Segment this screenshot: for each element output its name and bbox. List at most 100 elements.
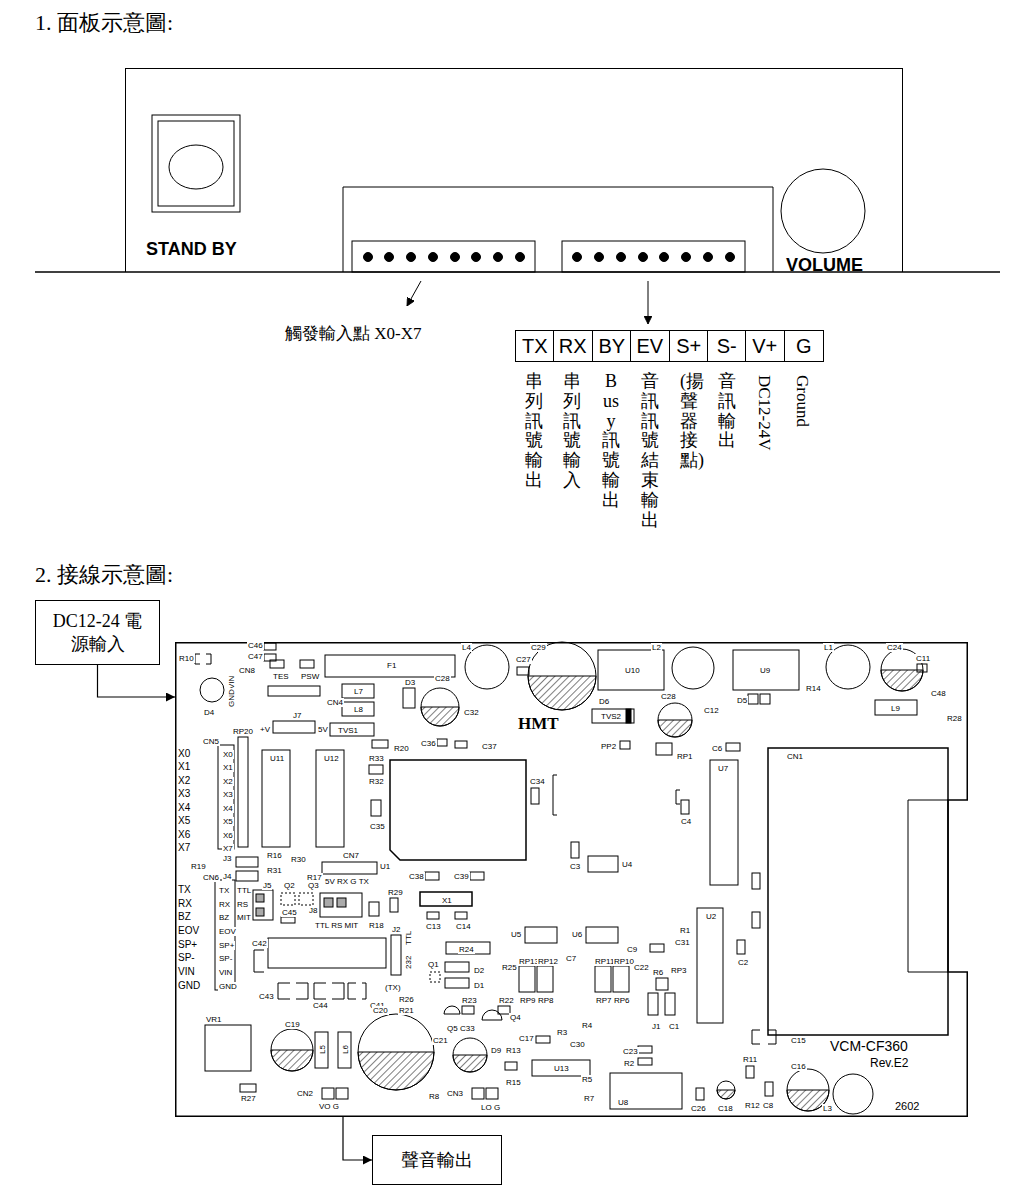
smd-part <box>746 1066 754 1078</box>
component-label: R3 <box>556 1028 568 1037</box>
component-label: R11 <box>742 1055 758 1064</box>
component-label: R18 <box>368 921 385 930</box>
ic-chip <box>697 908 723 1023</box>
component-label: VIN <box>218 968 233 977</box>
component-label: R19 <box>190 862 207 871</box>
component-label: C31 <box>674 938 691 947</box>
component-label: X2 <box>222 777 234 786</box>
component-label: C24 <box>886 643 903 652</box>
component-label: CN4 <box>326 698 344 707</box>
terminal-dot <box>639 253 648 262</box>
component-label: R21 <box>398 1006 415 1015</box>
terminal-table-cell: S+ <box>669 330 709 362</box>
node-text: STAND BY <box>146 239 237 260</box>
component-label: L4 <box>461 643 472 652</box>
smd-part <box>455 741 467 748</box>
component-label: J3 <box>222 854 232 863</box>
component-label: C13 <box>425 922 442 931</box>
component-label: CN2 <box>296 1089 314 1098</box>
pin-description: (揚聲器接點) <box>680 372 698 471</box>
component-label: R5 <box>581 1075 593 1084</box>
terminal-dot <box>364 253 373 262</box>
smd-part <box>656 978 668 990</box>
component-label: J7 <box>292 711 302 720</box>
transistor <box>281 893 295 905</box>
terminal-dot <box>451 253 460 262</box>
component-label: C35 <box>369 822 386 831</box>
component-label: TTL RS MIT <box>314 921 359 930</box>
terminal-dot <box>516 253 525 262</box>
component-label: VO G <box>318 1102 340 1111</box>
smd-part <box>437 739 447 746</box>
component-label: C42 <box>251 939 268 948</box>
component-label: U10 <box>624 666 641 675</box>
component-label: 5V RX G TX <box>324 877 370 886</box>
tvs-diode <box>330 723 374 736</box>
ic-chip <box>532 1060 590 1076</box>
smd-part <box>425 872 439 880</box>
resistor-pack <box>238 737 248 847</box>
component-label: C23 <box>622 1047 639 1056</box>
capacitor-hatch <box>881 670 923 691</box>
component-label: +V <box>259 725 271 734</box>
component-label: C6 <box>711 744 723 753</box>
section-heading: 1. 面板示意圖: <box>35 8 173 38</box>
component-label: U7 <box>717 764 729 773</box>
component-label: R30 <box>290 855 307 864</box>
smd-part <box>300 660 314 668</box>
component-label: R12 <box>744 1101 761 1110</box>
terminal-table-cell: V+ <box>745 330 785 362</box>
component-label: RP20 <box>232 727 254 736</box>
pin-label: X5 <box>178 815 190 826</box>
component-label: VR1 <box>205 1015 223 1024</box>
tvs-band <box>626 709 631 723</box>
component-label: C3 <box>569 862 581 871</box>
jumper <box>648 993 658 1015</box>
node-text: HMT <box>518 714 559 734</box>
component-label: U8 <box>617 1098 629 1107</box>
transistor <box>430 972 440 982</box>
component-label: RP12 <box>537 957 559 966</box>
pcb-components <box>195 642 948 1114</box>
pin-label: X4 <box>178 802 190 813</box>
component-label: RP3 <box>670 966 688 975</box>
smd-part <box>620 741 630 749</box>
component-label: C1 <box>668 1022 680 1031</box>
node-text: 聲音輸出 <box>401 1149 473 1172</box>
crystal <box>420 892 472 906</box>
component-label: TTL <box>404 930 413 946</box>
terminal-dot <box>704 253 713 262</box>
component-label: X0 <box>222 750 234 759</box>
component-label: U1 <box>379 862 391 871</box>
terminal-dot <box>617 253 626 262</box>
component-label: C44 <box>312 1001 329 1010</box>
component-label: J5 <box>262 881 272 890</box>
smd-part <box>752 873 760 889</box>
component-label: C29 <box>530 643 547 652</box>
component-label: GND <box>218 982 238 991</box>
component-label: R28 <box>946 714 963 723</box>
smd-part <box>696 1088 704 1100</box>
ic-chip <box>586 927 618 943</box>
node-text: VOLUME <box>786 255 863 276</box>
pin-label: X7 <box>178 842 190 853</box>
component-label: Q3 <box>307 881 320 890</box>
terminal-table-cell: G <box>784 330 824 362</box>
input-connector <box>218 745 234 849</box>
component-label: D6 <box>598 697 610 706</box>
smd-part <box>536 1036 550 1043</box>
smd-part <box>455 912 467 919</box>
leader-arrow <box>407 281 421 306</box>
terminal-dot <box>595 253 604 262</box>
terminal-strip <box>352 241 535 272</box>
ic-chip <box>588 856 618 872</box>
smd-part <box>390 898 398 912</box>
pin-label: TX <box>178 884 191 895</box>
component-label: C20 <box>372 1006 389 1015</box>
component-label: R6 <box>652 968 664 977</box>
diode <box>403 688 415 708</box>
component-label: RP7 <box>595 996 613 1005</box>
board-edge <box>176 643 968 1117</box>
capacitor-hatch <box>358 1052 434 1090</box>
component-label: L2 <box>651 643 662 652</box>
